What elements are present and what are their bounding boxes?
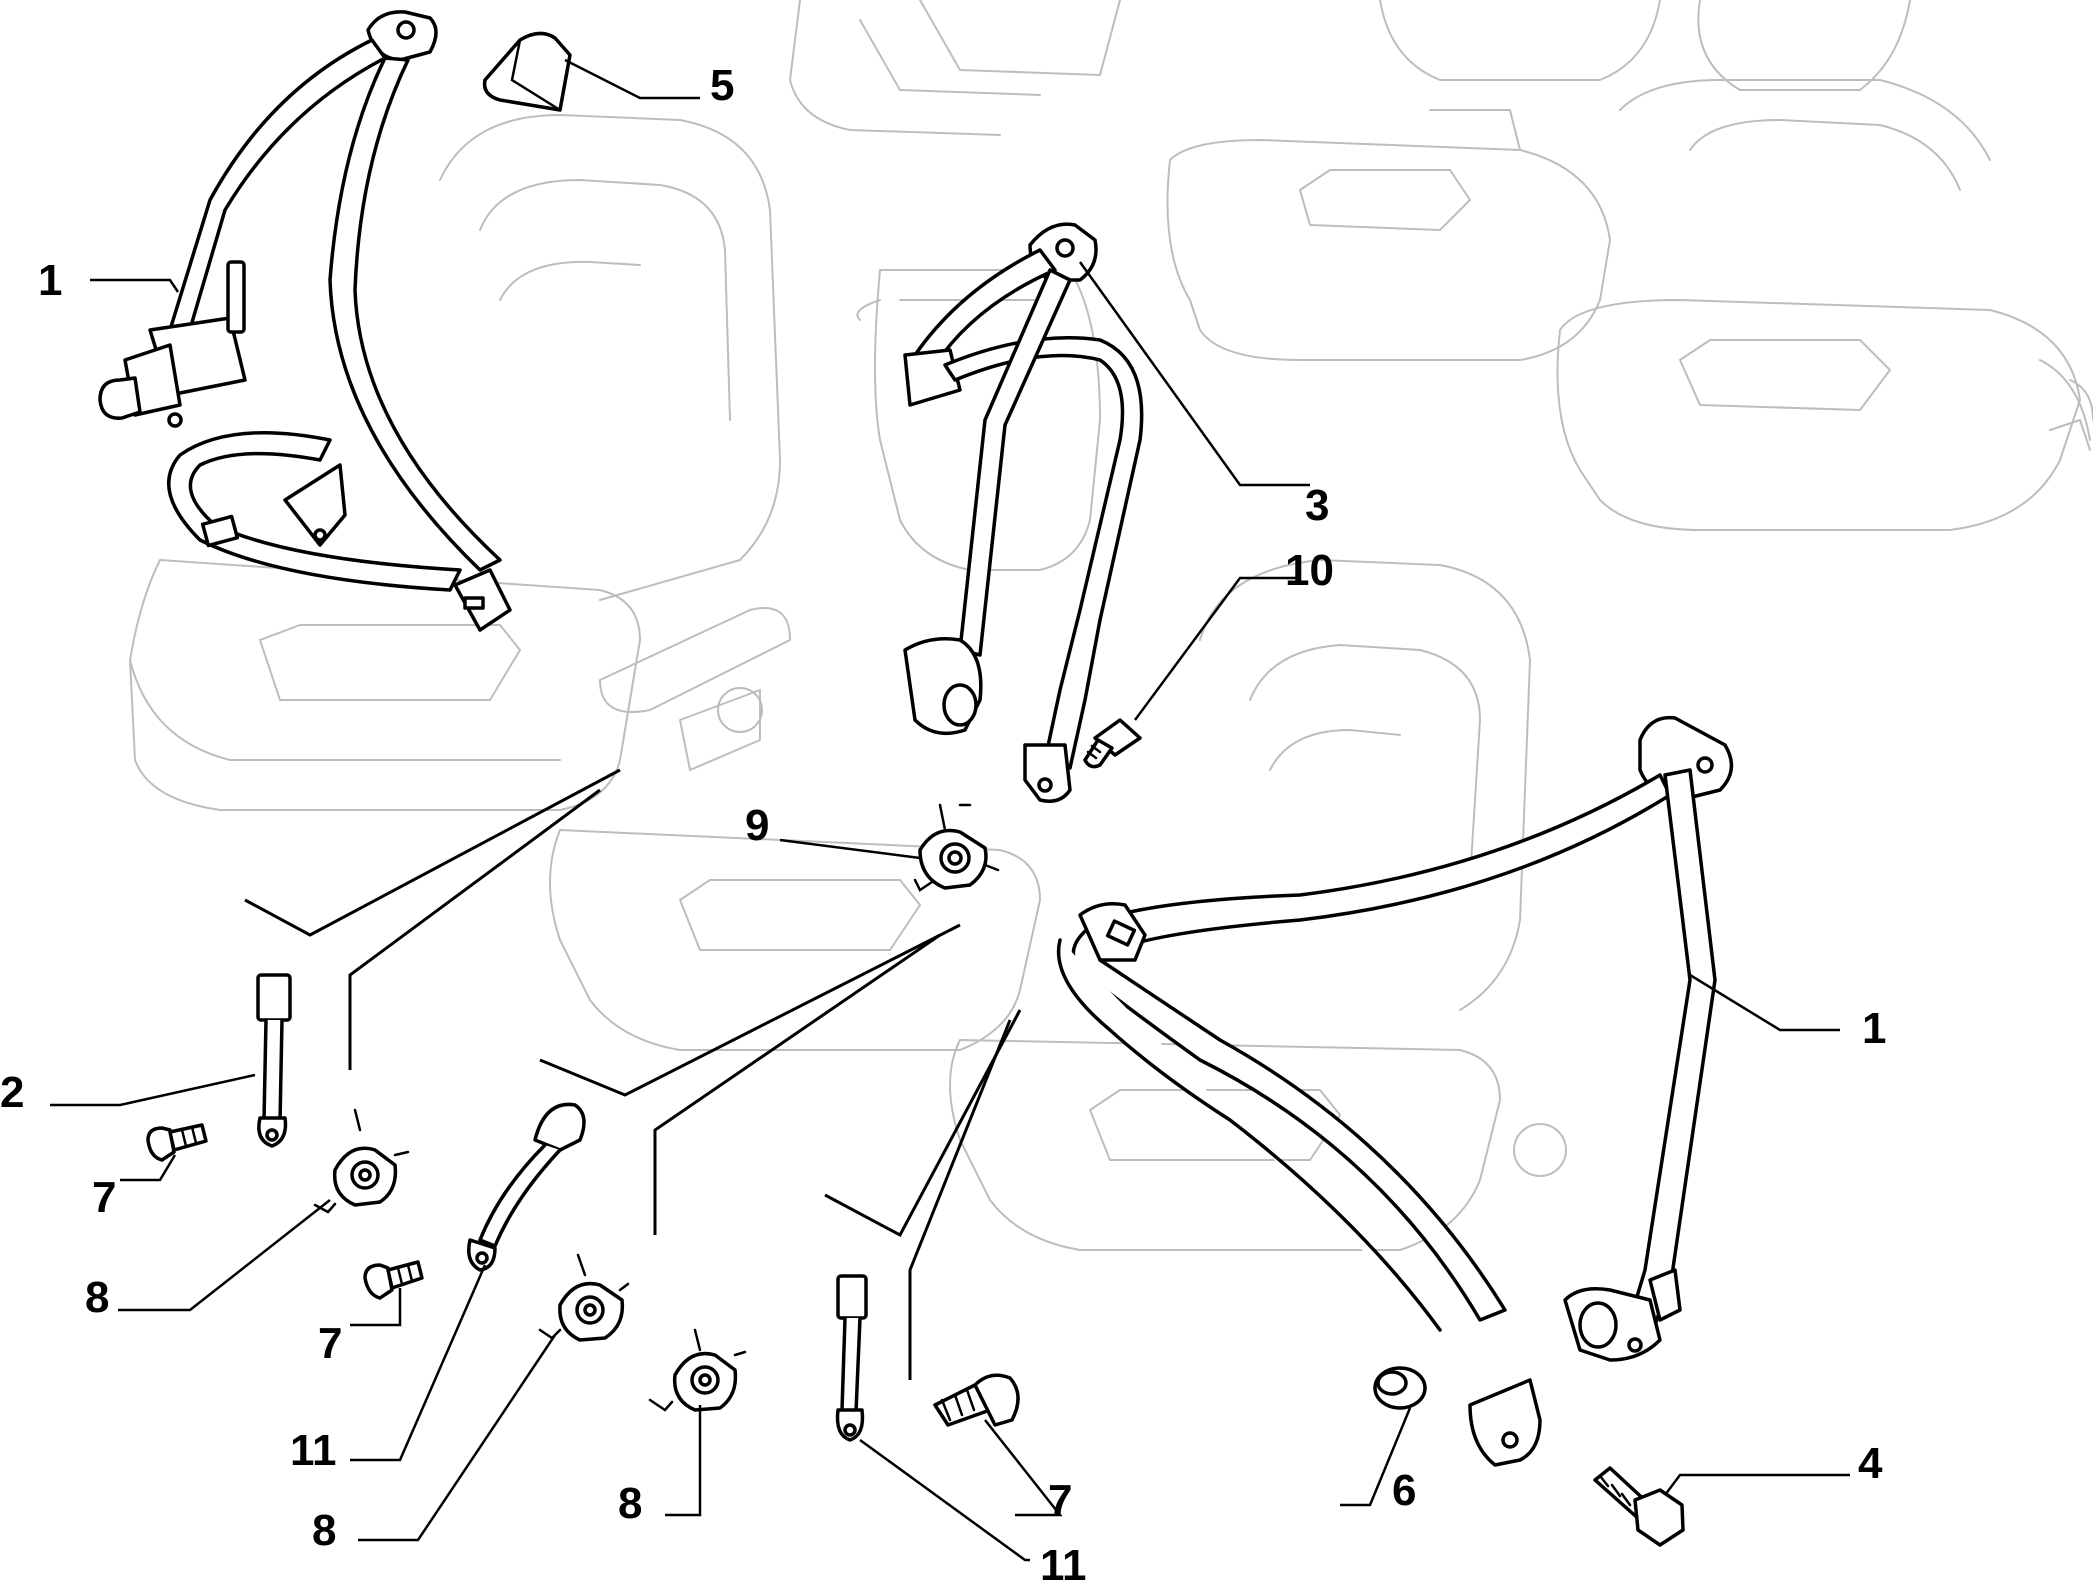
part-8-clip-a [313,1108,410,1214]
leader-lines [50,58,1850,1562]
callout-11-left: 11 [290,1426,337,1475]
callout-5: 5 [710,61,734,110]
part-11-buckle-stalk-left [467,1102,586,1272]
part-5-cover-cap [482,31,572,112]
part-7-bolt-large [933,1373,1020,1427]
part-9-nut-clip [913,803,1000,892]
callout-labels: 1 5 3 10 9 1 2 7 8 7 11 8 8 7 11 6 4 [0,61,1886,1585]
callout-2: 2 [0,1068,24,1117]
part-1-left-seat-belt-assembly [98,10,512,632]
part-4-bolt [1593,1466,1685,1547]
assembly-guide-lines [244,768,1022,1380]
callout-1-right: 1 [1862,1004,1886,1053]
callout-9: 9 [745,801,769,850]
callout-11-right: 11 [1040,1541,1087,1585]
part-2-buckle-stalk [256,973,292,1148]
part-1-right-seat-belt-assembly [1056,715,1734,1467]
callout-10: 10 [1285,546,1334,595]
part-10-bolt [1083,718,1142,769]
callout-6: 6 [1392,1466,1416,1515]
background-seats [129,0,2093,1251]
callout-8-middle: 8 [618,1479,642,1528]
part-7-bolt-middle [363,1260,424,1300]
callout-1-left: 1 [38,256,62,305]
callout-7-left: 7 [92,1173,116,1222]
part-11-buckle-stalk-right [835,1274,868,1442]
part-3-center-seat-belt-assembly [903,222,1144,803]
part-7-bolt-left [146,1123,208,1162]
callout-8-bottom: 8 [312,1506,336,1555]
part-6-spacer-bush [1373,1366,1427,1410]
part-8-clip-b [538,1253,630,1342]
part-8-clip-c [648,1328,747,1412]
callout-7-middle: 7 [318,1319,342,1368]
callout-3: 3 [1305,481,1329,530]
callout-8-left: 8 [85,1273,109,1322]
callout-4: 4 [1858,1439,1883,1488]
callout-7-center: 7 [1048,1476,1072,1525]
